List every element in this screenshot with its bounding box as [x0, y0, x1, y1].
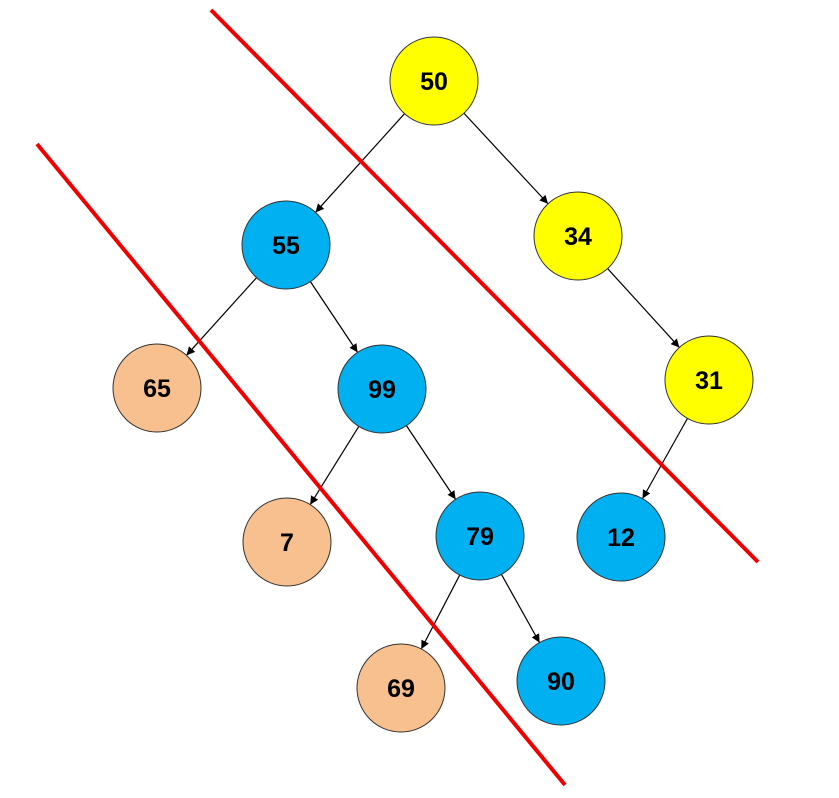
node-label: 34 — [564, 223, 592, 251]
node-label: 90 — [547, 668, 575, 696]
edge-n99-n7 — [309, 426, 360, 505]
node-circle — [389, 36, 479, 126]
tree-node-55: 55 — [241, 200, 331, 290]
node-circle — [241, 200, 331, 290]
node-label: 12 — [607, 524, 635, 552]
node-circle — [576, 492, 666, 582]
node-circle — [664, 335, 754, 425]
cut-line-upper — [209, 8, 760, 564]
node-circle — [435, 491, 525, 581]
edge-n99-n79 — [405, 425, 457, 500]
tree-node-65: 65 — [112, 343, 202, 433]
node-circle — [356, 643, 446, 733]
tree-node-90: 90 — [516, 636, 606, 726]
node-circle — [242, 497, 332, 587]
node-label: 69 — [387, 675, 415, 703]
node-circle — [337, 344, 427, 434]
node-label: 55 — [272, 232, 300, 260]
edge-n50-n34 — [463, 112, 549, 205]
tree-node-7: 7 — [242, 497, 332, 587]
node-label: 31 — [695, 367, 723, 395]
node-circle — [112, 343, 202, 433]
node-label: 65 — [143, 375, 171, 403]
tree-node-69: 69 — [356, 643, 446, 733]
node-circle — [533, 191, 623, 281]
node-label: 79 — [466, 523, 494, 551]
edge-n34-n31 — [607, 268, 680, 348]
tree-node-12: 12 — [576, 492, 666, 582]
node-circle — [516, 636, 606, 726]
tree-node-31: 31 — [664, 335, 754, 425]
tree-node-34: 34 — [533, 191, 623, 281]
node-label: 50 — [420, 68, 448, 96]
cut-line-lower — [35, 142, 567, 787]
edge-n79-n69 — [420, 574, 461, 650]
edge-n79-n90 — [500, 574, 541, 643]
node-label: 99 — [368, 376, 396, 404]
tree-node-50: 50 — [389, 36, 479, 126]
edge-n55-n65 — [186, 277, 257, 356]
tree-node-79: 79 — [435, 491, 525, 581]
edge-n31-n12 — [641, 418, 689, 499]
edge-n55-n99 — [309, 281, 359, 353]
node-label: 7 — [280, 529, 294, 557]
tree-node-99: 99 — [337, 344, 427, 434]
